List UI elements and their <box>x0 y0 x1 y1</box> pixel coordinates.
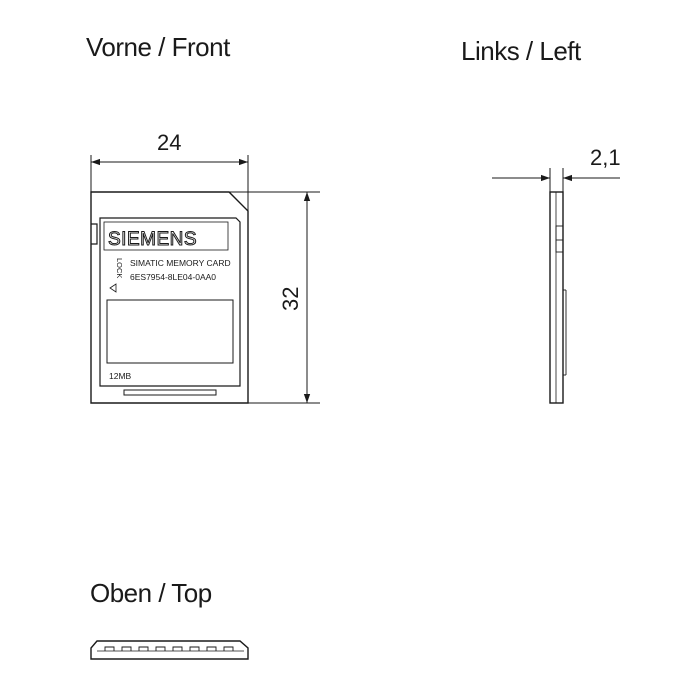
contact-ridges <box>104 646 234 651</box>
width-value: 24 <box>157 130 181 155</box>
height-dimension <box>229 191 320 404</box>
front-view-title: Vorne / Front <box>86 32 230 62</box>
side-profile <box>549 191 564 404</box>
left-view-title: Links / Left <box>461 36 581 66</box>
top-view <box>90 640 249 660</box>
brand-box <box>103 221 229 251</box>
top-profile <box>90 640 249 660</box>
side-lock-tab <box>555 225 564 253</box>
lock-label: LOCK <box>115 258 124 278</box>
lock-arrow-icon <box>109 283 117 293</box>
left-view <box>549 191 567 404</box>
width-dimension <box>90 155 249 211</box>
lock-notch <box>91 223 98 245</box>
thickness-dimension <box>492 168 620 192</box>
brand-logo: SIEMENS <box>108 229 197 250</box>
front-view <box>90 191 249 404</box>
part-number: 6ES7954-8LE04-0AA0 <box>130 272 216 282</box>
label-recess <box>99 217 241 387</box>
writing-area <box>106 299 234 364</box>
top-view-title: Oben / Top <box>90 578 212 608</box>
capacity-label: 12MB <box>109 371 132 381</box>
thickness-value: 2,1 <box>590 145 621 170</box>
contact-strip <box>123 389 217 396</box>
height-value: 32 <box>278 287 303 311</box>
product-label: SIMATIC MEMORY CARD <box>130 258 231 268</box>
card-outline <box>90 191 249 404</box>
